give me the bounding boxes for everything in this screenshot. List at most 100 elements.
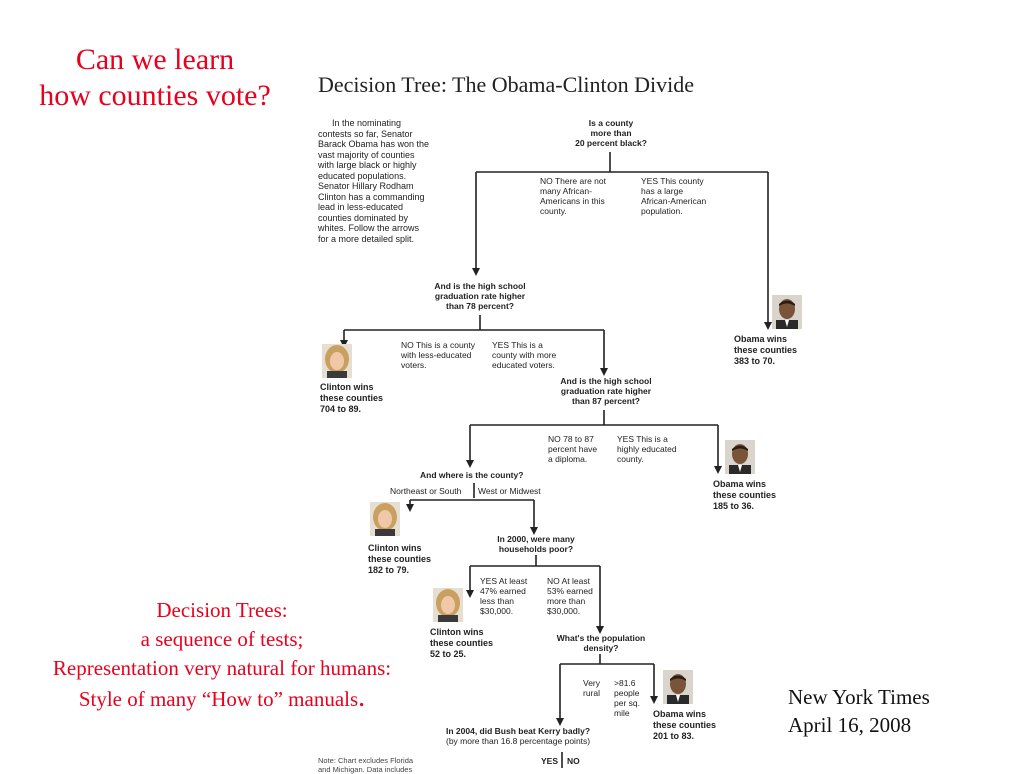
- intro-line: Clinton has a commanding: [318, 191, 425, 202]
- caption-line-1: Decision Trees:: [156, 598, 288, 622]
- q2-question-line: And is the high school: [434, 281, 526, 291]
- q5-no-line: $30,000.: [547, 606, 581, 616]
- obama-portrait-icon: [772, 295, 802, 329]
- arrow-to-obama1: [764, 322, 772, 330]
- result-line: these counties: [713, 490, 777, 500]
- intro-line: Senator Hillary Rodham: [318, 181, 414, 191]
- q1-no-line: Americans in this: [540, 196, 605, 206]
- q5-no-line: 53% earned: [547, 586, 593, 596]
- arrow-to-q4: [466, 460, 474, 468]
- chart-note: Note: Chart excludes Florida and Michiga…: [318, 756, 413, 774]
- clinton-portrait-icon: [433, 588, 463, 622]
- q3-yes-line: YES This is a: [617, 434, 668, 444]
- arrow-to-clinton2: [406, 504, 414, 512]
- q1-question-line: more than: [590, 128, 632, 138]
- result-line: Obama wins: [734, 334, 788, 344]
- q6-right-line: people: [614, 688, 640, 698]
- source-line-1: New York Times: [788, 685, 930, 709]
- intro-line: whites. Follow the arrows: [318, 223, 420, 233]
- obama-portrait-icon: [725, 440, 755, 474]
- obama-result-2: Obama wins these counties 185 to 36.: [713, 479, 776, 512]
- arrow-to-q3: [600, 368, 608, 376]
- result-line: these counties: [734, 345, 798, 355]
- q7-question-line: In 2004, did Bush beat Kerry badly?: [446, 726, 591, 736]
- caption-line-2: a sequence of tests;: [140, 627, 304, 651]
- result-line: 185 to 36.: [713, 501, 755, 511]
- note-line: and Michigan. Data includes: [318, 765, 413, 774]
- q1-no-answer: NO There are not many African- Americans…: [540, 176, 606, 216]
- q2-yes-line: YES This is a: [492, 340, 543, 350]
- q2-yes-answer: YES This is a county with more educated …: [492, 340, 556, 370]
- source-line-2: April 16, 2008: [788, 713, 912, 737]
- q2-no-line: voters.: [401, 360, 427, 370]
- q7-no-label: NO: [567, 756, 580, 766]
- q6-left-line: rural: [583, 688, 601, 698]
- slide-title-line-1: Can we learn: [75, 43, 235, 76]
- q1-yes-line: African-American: [641, 196, 707, 206]
- q5-yes-line: $30,000.: [480, 606, 514, 616]
- obama-result-3: Obama wins these counties 201 to 83.: [653, 709, 716, 742]
- q1-yes-line: population.: [641, 206, 683, 216]
- q3-question-line: than 87 percent?: [571, 396, 641, 406]
- q6-left-line: Very: [583, 678, 601, 688]
- q3-question: And is the high school graduation rate h…: [544, 376, 668, 406]
- q6-question-line: What's the population: [556, 633, 646, 643]
- arrow-to-obama3: [650, 696, 658, 704]
- arrow-to-q5: [530, 527, 538, 535]
- q6-question-line: density?: [583, 643, 619, 653]
- q1-no-line: many African-: [540, 186, 592, 196]
- result-line: Clinton wins: [320, 382, 374, 392]
- intro-line: contests so far, Senator: [318, 128, 413, 139]
- result-line: Obama wins: [713, 479, 767, 489]
- q1-yes-answer: YES This county has a large African-Amer…: [641, 176, 706, 216]
- q5-no-answer: NO At least 53% earned more than $30,000…: [547, 576, 593, 616]
- clinton-result-1: Clinton wins these counties 704 to 89.: [320, 382, 383, 415]
- q5-question-line: In 2000, were many: [497, 534, 575, 544]
- caption-period: .: [358, 682, 366, 713]
- q1-question-line: 20 percent black?: [575, 138, 647, 148]
- q5-yes-line: less than: [480, 596, 515, 606]
- intro-line: for a more detailed split.: [318, 233, 415, 244]
- q1-question: Is a county more than 20 percent black?: [568, 118, 654, 148]
- slide-title-line-2: how counties vote?: [39, 79, 271, 112]
- result-line: 383 to 70.: [734, 356, 776, 366]
- arrow-to-q6: [596, 626, 604, 634]
- obama-portrait-icon: [663, 670, 693, 704]
- q3-yes-line: county.: [617, 454, 644, 464]
- q2-question: And is the high school graduation rate h…: [420, 281, 540, 311]
- q2-yes-line: educated voters.: [492, 360, 555, 370]
- clinton-portrait-icon: [322, 344, 352, 378]
- arrow-to-clinton3: [466, 590, 474, 598]
- arrow-to-q2: [472, 268, 480, 276]
- q2-question-line: graduation rate higher: [434, 291, 526, 301]
- slide-title: Can we learn how counties vote?: [10, 42, 300, 114]
- q6-question: What's the population density?: [548, 633, 654, 653]
- q5-yes-line: YES At least: [480, 576, 528, 586]
- q6-right-line: mile: [614, 708, 630, 718]
- clinton-result-2: Clinton wins these counties 182 to 79.: [368, 543, 431, 576]
- intro-line: counties dominated by: [318, 212, 409, 223]
- arrow-to-q7: [556, 718, 564, 726]
- q3-yes-line: highly educated: [617, 444, 677, 454]
- q7-yes-label: YES: [541, 756, 559, 766]
- q3-question-line: And is the high school: [560, 376, 652, 386]
- slide-caption: Decision Trees: a sequence of tests; Rep…: [8, 596, 436, 714]
- arrow-to-obama2: [714, 466, 722, 474]
- q7-question-line: (by more than 16.8 percentage points): [446, 736, 591, 746]
- q3-question-line: graduation rate higher: [560, 386, 652, 396]
- result-line: 52 to 25.: [430, 649, 467, 659]
- q3-no-line: percent have: [548, 444, 598, 454]
- q6-left-answer: Very rural: [583, 678, 600, 698]
- caption-line-4: Style of many “How to” manuals: [78, 687, 359, 711]
- q2-no-answer: NO This is a county with less-educated v…: [401, 340, 475, 370]
- intro-line: educated populations.: [318, 170, 407, 181]
- q1-yes-line: has a large: [641, 186, 684, 196]
- q3-no-answer: NO 78 to 87 percent have a diploma.: [548, 434, 597, 464]
- intro-line: Barack Obama has won the: [318, 139, 430, 149]
- q2-no-line: with less-educated: [401, 350, 472, 360]
- q5-no-line: NO At least: [547, 576, 590, 586]
- q2-question-line: than 78 percent?: [445, 301, 515, 311]
- result-line: these counties: [653, 720, 717, 730]
- q5-question-line: households poor?: [498, 544, 574, 554]
- q5-yes-line: 47% earned: [480, 586, 526, 596]
